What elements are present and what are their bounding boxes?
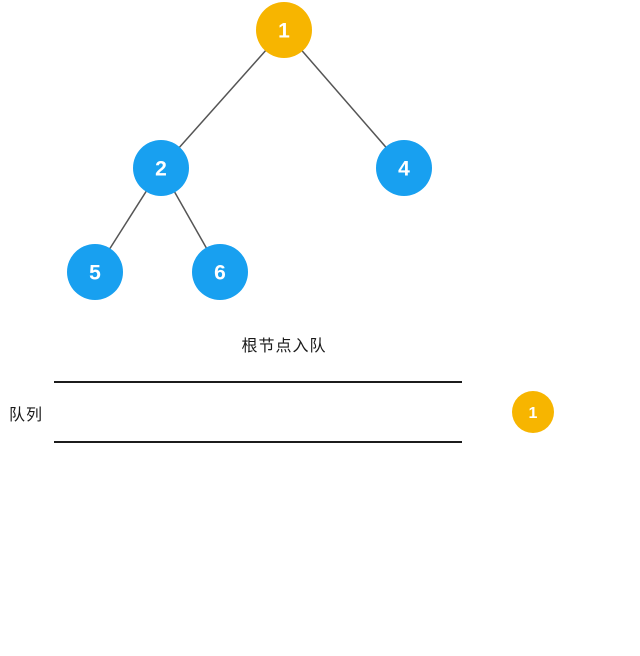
tree-edge-1-4: [283, 29, 405, 169]
queue-label: 队列: [9, 407, 44, 424]
tree-node-value: 4: [398, 158, 410, 181]
tree-node-value: 1: [278, 20, 290, 43]
tree-node-circle: [133, 140, 189, 196]
tree-node-6: 6: [192, 244, 248, 300]
tree-node-circle: [376, 140, 432, 196]
tree-nodes-layer: 1 2 4 5 6: [67, 2, 432, 300]
queue-items-layer: 1: [512, 391, 554, 433]
queue-item-node-1: 1: [512, 391, 554, 433]
tree-node-circle: [67, 244, 123, 300]
tree-edge-1-2: [160, 29, 285, 169]
queue-top-line: [54, 381, 462, 383]
tree-node-circle: [256, 2, 312, 58]
tree-node-value: 6: [214, 262, 226, 285]
queue-item-node-value: 1: [529, 405, 538, 422]
tree-node-value: 2: [155, 158, 167, 181]
queue-bottom-line: [54, 441, 462, 443]
tree-node-1: 1: [256, 2, 312, 58]
tree-node-value: 5: [89, 262, 101, 285]
tree-node-circle: [192, 244, 248, 300]
tree-node-4: 4: [376, 140, 432, 196]
tree-node-2: 2: [133, 140, 189, 196]
tree-node-5: 5: [67, 244, 123, 300]
step-caption: 根节点入队: [241, 338, 327, 355]
queue-item-node-circle: [512, 391, 554, 433]
